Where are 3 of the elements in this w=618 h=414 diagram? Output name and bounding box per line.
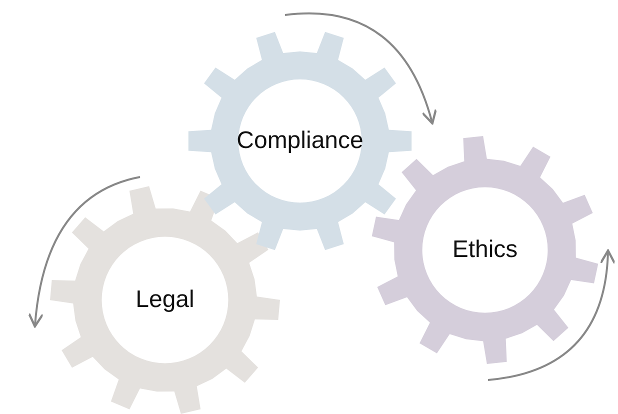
gear-label: Legal bbox=[136, 286, 194, 314]
gear-label: Compliance bbox=[236, 127, 364, 155]
gear-label: Ethics bbox=[452, 236, 518, 264]
